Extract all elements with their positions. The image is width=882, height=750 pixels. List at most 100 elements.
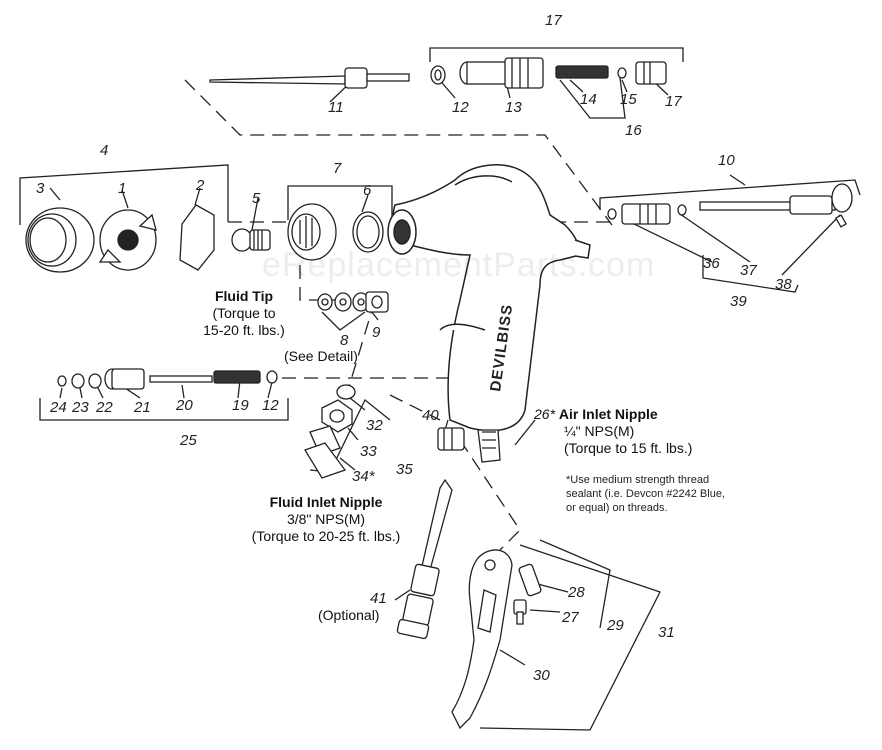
part-number-3: 3 bbox=[36, 180, 45, 197]
part-number-41: 41 bbox=[370, 590, 387, 607]
part-23 bbox=[71, 373, 85, 389]
air-inlet-line1: ¼" NPS(M) bbox=[564, 423, 635, 439]
part-number-18: 17 bbox=[545, 12, 562, 29]
part-number-30: 30 bbox=[533, 667, 550, 684]
needle-11 bbox=[209, 67, 410, 89]
part-number-29: 29 bbox=[606, 617, 624, 634]
part-number-35: 35 bbox=[396, 461, 413, 478]
part-number-labels: 17 11 12 13 14 15 17 16 4 3 1 2 5 7 6 10… bbox=[36, 12, 792, 684]
bracket-25 bbox=[39, 398, 289, 421]
part-1-air-cap bbox=[98, 209, 157, 271]
part-number-13: 13 bbox=[505, 99, 522, 116]
part-3-retaining-ring bbox=[25, 207, 95, 273]
part-number-39: 39 bbox=[730, 293, 747, 310]
part-number-21: 21 bbox=[133, 399, 151, 416]
part-number-32: 32 bbox=[366, 417, 383, 434]
part-9 bbox=[365, 291, 389, 313]
sealant-note-line2: sealant (i.e. Devcon #2242 Blue, bbox=[566, 488, 725, 500]
part-number-9: 9 bbox=[372, 324, 381, 341]
part-number-36: 36 bbox=[703, 255, 720, 272]
part-number-38: 38 bbox=[775, 276, 792, 293]
air-inlet-title: Air Inlet Nipple bbox=[558, 406, 658, 422]
part-number-14: 14 bbox=[580, 91, 597, 108]
part-22 bbox=[88, 373, 102, 389]
bracket-7 bbox=[287, 185, 393, 220]
part-12-lower bbox=[266, 370, 278, 384]
part-5-fluid-tip bbox=[231, 228, 271, 252]
part-21 bbox=[104, 368, 145, 390]
fluid-tip-line1: (Torque to bbox=[212, 305, 276, 321]
part-number-7: 7 bbox=[333, 160, 342, 177]
part-number-12b: 12 bbox=[262, 397, 279, 414]
fluid-tip-title: Fluid Tip bbox=[214, 288, 274, 304]
fluid-tip-line2: 15-20 ft. lbs.) bbox=[203, 322, 285, 338]
bracket-39 bbox=[702, 255, 799, 293]
part-40 bbox=[437, 427, 465, 451]
part-2-spring-clip bbox=[179, 204, 215, 271]
part-number-27: 27 bbox=[561, 609, 579, 626]
part-30-trigger bbox=[451, 549, 513, 730]
sealant-note-line1: *Use medium strength thread bbox=[566, 474, 710, 486]
part-number-17: 17 bbox=[665, 93, 682, 110]
sealant-note-line3: or equal) on threads. bbox=[566, 502, 668, 514]
fluid-inlet-line1: 3/8" NPS(M) bbox=[286, 511, 366, 527]
part-26-air-inlet-nipple bbox=[477, 429, 501, 463]
bracket-10 bbox=[599, 179, 861, 210]
fluid-inlet-callout: Fluid Inlet Nipple 3/8" NPS(M) (Torque t… bbox=[238, 494, 414, 545]
part-number-37: 37 bbox=[740, 262, 757, 279]
part-number-2: 2 bbox=[195, 177, 205, 194]
air-inlet-line2: (Torque to 15 ft. lbs.) bbox=[564, 440, 693, 456]
part-number-31: 31 bbox=[658, 624, 675, 641]
part-34-fluid-inlet-nipple bbox=[304, 425, 347, 479]
part-number-20: 20 bbox=[175, 397, 193, 414]
see-detail-label: (See Detail) bbox=[284, 348, 358, 364]
part-27 bbox=[513, 599, 527, 625]
part-number-10: 10 bbox=[718, 152, 735, 169]
part-38-valve-stem bbox=[699, 183, 853, 228]
part-number-6: 6 bbox=[363, 182, 372, 199]
part-number-34: 34* bbox=[352, 468, 376, 485]
part-28 bbox=[518, 563, 542, 597]
part-24 bbox=[57, 375, 67, 387]
part-number-12a: 12 bbox=[452, 99, 469, 116]
part-19-spring bbox=[213, 370, 261, 384]
part-41-optional bbox=[396, 478, 453, 640]
part-number-33: 33 bbox=[360, 443, 377, 460]
fluid-tip-callout: Fluid Tip (Torque to 15-20 ft. lbs.) bbox=[196, 288, 292, 339]
part-14-spring bbox=[555, 65, 609, 79]
part-number-1: 1 bbox=[118, 180, 126, 197]
gun-body bbox=[387, 164, 591, 432]
part-7-baffle bbox=[287, 203, 337, 261]
part-33 bbox=[321, 399, 353, 433]
air-inlet-part-number: 26* bbox=[534, 406, 556, 422]
part-37 bbox=[621, 203, 671, 225]
part-number-23: 23 bbox=[71, 399, 89, 416]
watermark: eReplacementParts.com bbox=[262, 246, 656, 284]
part-number-22: 22 bbox=[95, 399, 113, 416]
air-inlet-callout: 26* Air Inlet Nipple ¼" NPS(M) (Torque t… bbox=[534, 406, 692, 457]
sealant-note: *Use medium strength thread sealant (i.e… bbox=[566, 473, 725, 515]
bracket-4 bbox=[19, 164, 229, 225]
bracket-18 bbox=[429, 47, 684, 62]
part-number-4: 4 bbox=[100, 142, 108, 159]
part-number-28: 28 bbox=[567, 584, 585, 601]
part-number-11: 11 bbox=[328, 99, 344, 116]
part-number-25: 25 bbox=[179, 432, 197, 449]
part-36 bbox=[607, 208, 617, 220]
fluid-inlet-line2: (Torque to 20-25 ft. lbs.) bbox=[251, 528, 401, 544]
part-13 bbox=[459, 57, 544, 89]
part-number-8: 8 bbox=[340, 332, 349, 349]
part-number-5: 5 bbox=[252, 190, 261, 207]
part-number-15: 15 bbox=[620, 91, 637, 108]
part-number-24: 24 bbox=[49, 399, 67, 416]
optional-label: (Optional) bbox=[318, 607, 380, 623]
part-number-16: 16 bbox=[625, 122, 642, 139]
part-32 bbox=[336, 384, 356, 400]
fluid-inlet-title: Fluid Inlet Nipple bbox=[269, 494, 383, 510]
part-number-19: 19 bbox=[232, 397, 249, 414]
part-17 bbox=[635, 61, 667, 85]
part-15 bbox=[617, 67, 627, 79]
part-number-40: 40 bbox=[422, 407, 439, 424]
part-20 bbox=[149, 375, 213, 383]
